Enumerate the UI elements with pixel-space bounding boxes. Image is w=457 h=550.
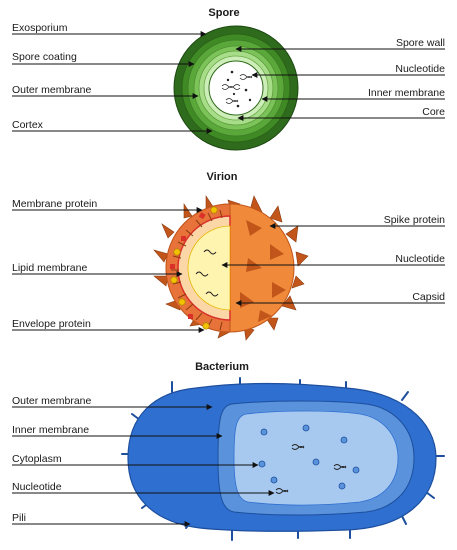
label-spike-protein: Spike protein [384,214,445,226]
virion-membrane-proteins [170,212,206,319]
bacterium-ribosomes [258,424,360,490]
spore-body [173,25,299,151]
label-cytoplasm: Cytoplasm [12,453,62,465]
spore-dots [226,70,252,108]
spore-diagram: Spore Exosporiu [12,7,445,151]
label-spore-wall: Spore wall [396,37,445,49]
virion-core [187,225,231,311]
label-bacterium-nucleotide: Nucleotide [12,481,62,493]
label-outer-membrane: Outer membrane [12,84,92,96]
label-spore-coating: Spore coating [12,51,77,63]
virion-membrane-ticks [171,209,223,331]
spore-title: Spore [208,7,239,19]
label-membrane-protein: Membrane protein [12,198,97,210]
virion-envelope-proteins [170,206,218,330]
label-exosporium: Exosporium [12,22,68,34]
spore-dna-icon [221,74,253,104]
bacterium-dna-icon [275,444,347,494]
bacterium-body [121,377,445,541]
label-pili: Pili [12,512,26,524]
bacterium-title: Bacterium [195,361,249,373]
bacterium-diagram: Bacterium [12,361,445,541]
label-envelope-protein: Envelope protein [12,318,91,330]
label-bacterium-outer-membrane: Outer membrane [12,395,92,407]
label-cortex: Cortex [12,119,44,131]
virion-diagram: Virion [12,171,445,341]
spore-core [208,60,264,116]
virion-rna-icon [195,249,219,297]
label-core: Core [422,106,445,118]
label-virion-nucleotide: Nucleotide [395,253,445,265]
label-spore-inner-membrane: Inner membrane [368,87,445,99]
bacterium-cytoplasm [233,410,399,506]
virion-title: Virion [207,171,238,183]
label-spore-nucleotide: Nucleotide [395,63,445,75]
label-capsid: Capsid [412,291,445,303]
label-bacterium-inner-membrane: Inner membrane [12,424,89,436]
label-lipid-membrane: Lipid membrane [12,262,87,274]
virion-body [153,195,309,341]
